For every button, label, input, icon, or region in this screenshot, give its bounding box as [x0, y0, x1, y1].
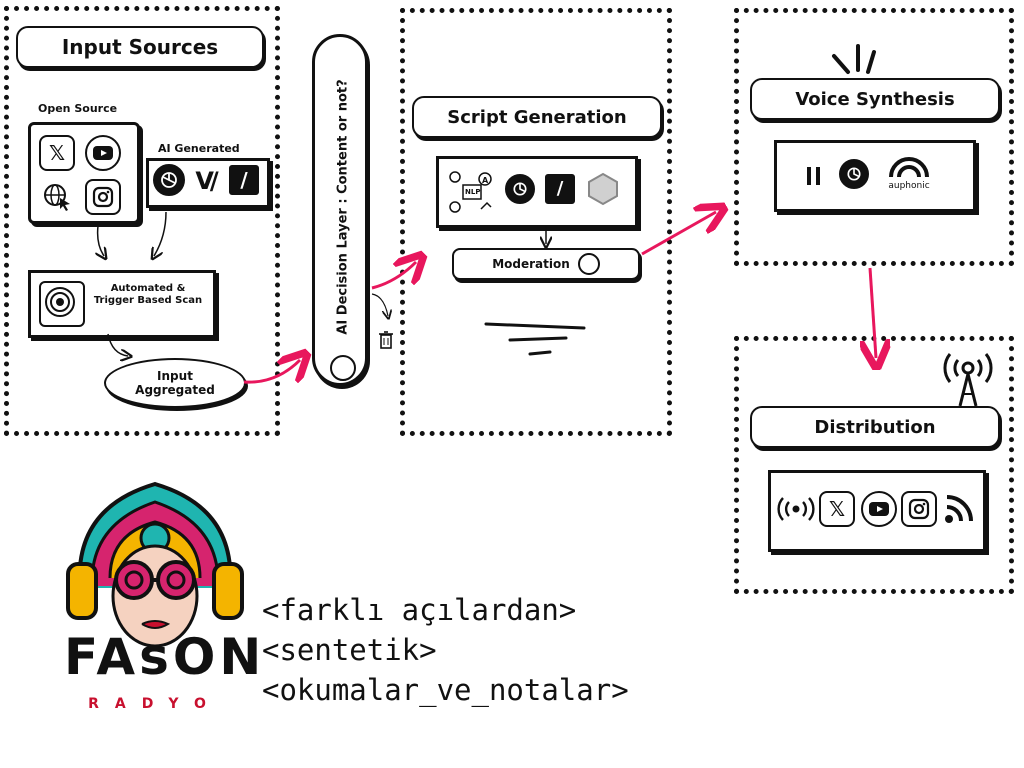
- voice-synthesis-title-text: Voice Synthesis: [795, 88, 955, 110]
- tagline-line-1: <farklı açılardan>: [262, 593, 577, 627]
- nlp-icon: A NLP: [447, 169, 495, 215]
- moderation-text: Moderation: [492, 257, 570, 271]
- moderation-box: Moderation: [452, 248, 640, 280]
- voice-synthesis-panel: [734, 8, 1014, 266]
- auphonic-icon: auphonic: [883, 153, 935, 197]
- input-sources-title-text: Input Sources: [61, 35, 219, 59]
- youtube-icon: [85, 135, 121, 171]
- voice-tools-frame: auphonic: [774, 140, 976, 212]
- distribution-title-text: Distribution: [814, 416, 936, 438]
- openai-icon: [153, 164, 185, 196]
- openai-icon-3: [839, 159, 869, 189]
- rss-icon: [943, 493, 975, 529]
- decor-strokes: [484, 322, 586, 356]
- logo-face-graphic: [66, 481, 244, 648]
- instagram-icon-2: [901, 491, 937, 527]
- input-sources-title: Input Sources: [16, 26, 264, 68]
- ai-generated-label: AI Generated: [158, 142, 240, 155]
- tagline-line-2: <sentetik>: [262, 633, 437, 667]
- script-generation-title: Script Generation: [412, 96, 662, 138]
- openai-icon-2: [505, 174, 535, 204]
- fason-radyo-logo: FAsON RADYO: [60, 468, 266, 718]
- sparkle-marks: [832, 44, 876, 74]
- globe-cursor-icon: [39, 179, 75, 215]
- input-aggregated-text: Input Aggregated: [135, 369, 215, 397]
- ai-decision-pill: AI Decision Layer : Content or not?: [312, 34, 368, 386]
- input-sources-panel: [4, 6, 280, 436]
- script-generation-title-text: Script Generation: [447, 106, 627, 128]
- scan-label: Automated & Trigger Based Scan: [93, 283, 203, 306]
- openai-small-icon-2: [577, 253, 600, 275]
- antenna-icon: [936, 348, 1000, 412]
- open-source-icons-frame: 𝕏: [28, 122, 140, 224]
- tagline-line-3: <okumalar_ve_notalar>: [262, 673, 629, 707]
- u-icon: V/: [195, 167, 219, 195]
- input-aggregated-pill: Input Aggregated: [104, 358, 246, 408]
- slash-icon-2: /: [545, 174, 575, 204]
- voice-synthesis-title: Voice Synthesis: [750, 78, 1000, 120]
- hexagon-icon: [585, 171, 621, 211]
- svg-text:A: A: [482, 176, 489, 185]
- logo-word: FAsON: [64, 628, 266, 686]
- youtube-icon-2: [861, 491, 897, 527]
- script-tools-frame: A NLP /: [436, 156, 638, 228]
- scanner-icon: [39, 281, 85, 327]
- x-icon-2: 𝕏: [819, 491, 855, 527]
- ai-generated-icons-frame: V/ /: [146, 158, 270, 208]
- distribution-tools-frame: 𝕏: [768, 470, 986, 552]
- scan-box: Automated & Trigger Based Scan: [28, 270, 216, 338]
- script-generation-panel: [400, 8, 672, 436]
- tagline: <farklı açılardan> <sentetik> <okumalar_…: [262, 590, 629, 710]
- openai-small-icon: [330, 355, 356, 381]
- trash-icon: [378, 330, 394, 354]
- open-source-label: Open Source: [38, 102, 118, 115]
- broadcast-icon: [777, 497, 815, 525]
- distribution-title: Distribution: [750, 406, 1000, 448]
- nlp-text: NLP: [465, 188, 481, 196]
- instagram-icon: [85, 179, 121, 215]
- pause-icon: [805, 165, 823, 191]
- logo-sub: RADYO: [88, 696, 222, 712]
- slash-icon: /: [229, 165, 259, 195]
- x-icon: 𝕏: [39, 135, 75, 171]
- auphonic-label: auphonic: [888, 181, 930, 191]
